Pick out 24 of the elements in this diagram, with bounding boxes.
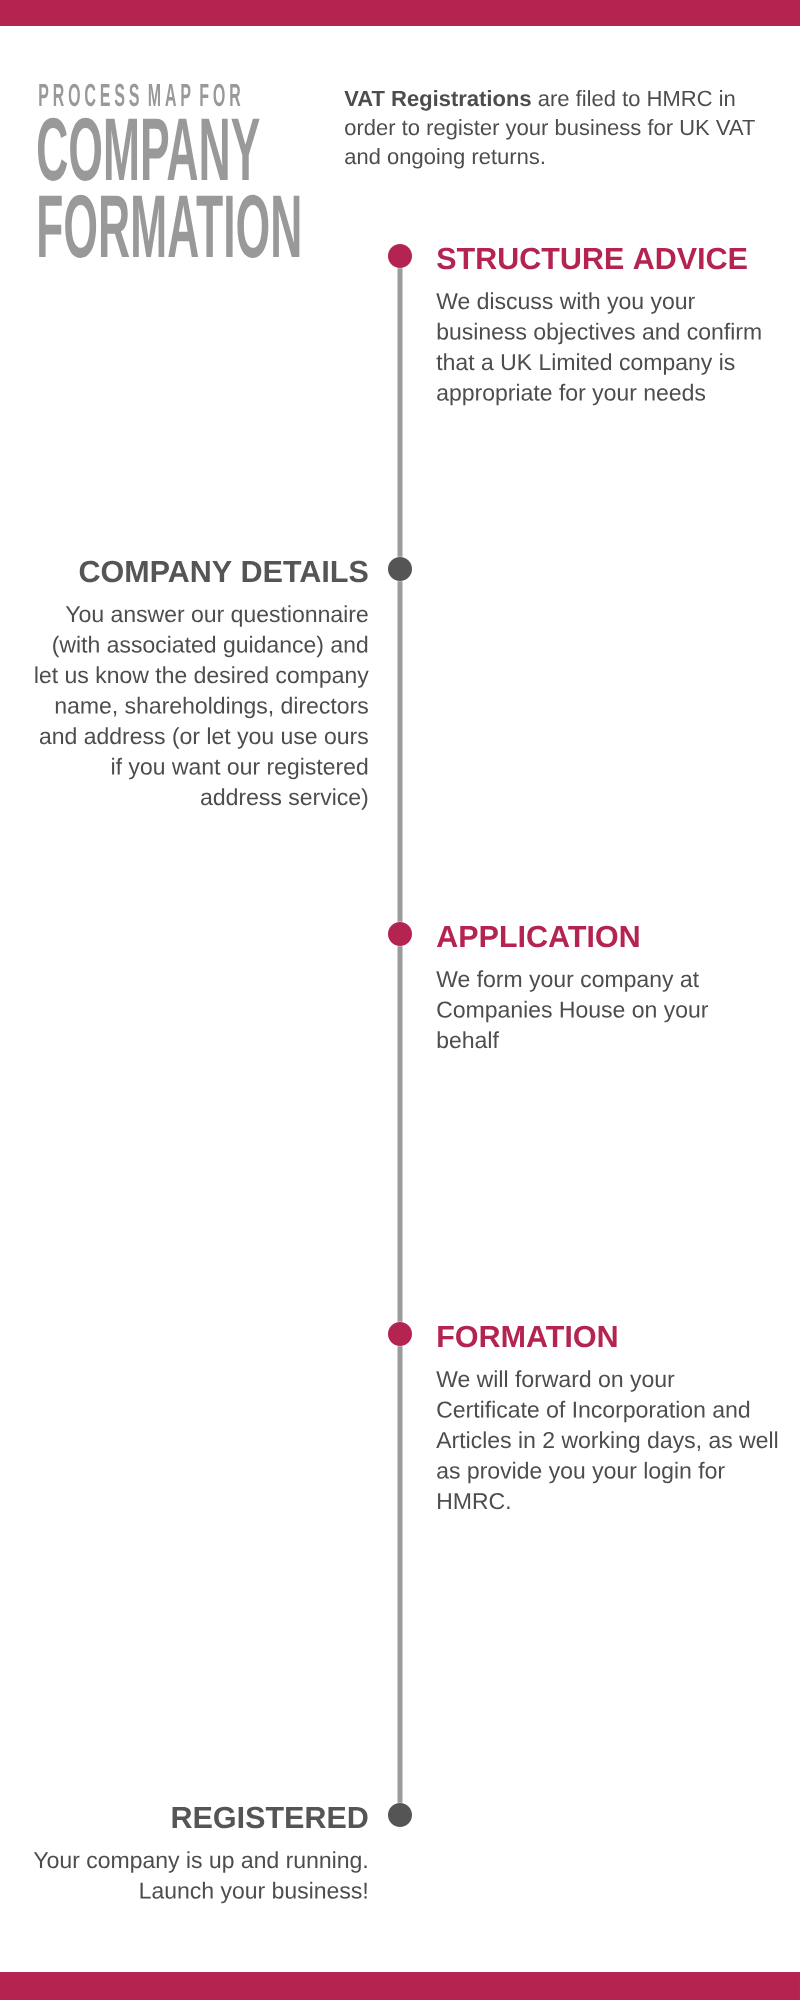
step-description: We will forward on your Certificate of Incorporation and Articles in 2 working days, as well as provide you your login for HMRC. [436, 1370, 778, 1510]
step-heading: STRUCTURE ADVICE [437, 247, 747, 270]
step-description: We discuss with you your business objectives and confirm that a UK Limited company is appropriate for your needs [436, 292, 761, 406]
step-heading: APPLICATION [436, 925, 639, 948]
step-description: We form your company at Companies House on your behalf [436, 970, 709, 1049]
kicker-heading: PROCESS MAP FOR [39, 83, 241, 107]
band [0, 0, 800, 26]
timeline-dot [388, 244, 412, 268]
step-description: Your company is up and running. Launch your business! [33, 1851, 367, 1904]
step-description: You answer our questionnaire (with associated guidance) and let us know the desired company name, shareholdings, directors and address (or let you use ours if you want our registered address service) [35, 605, 369, 810]
step-heading: FORMATION [438, 1325, 617, 1348]
timeline-dot [388, 1803, 412, 1827]
timeline-line [397, 268, 403, 557]
step-heading: COMPANY DETAILS [79, 560, 368, 583]
title: COMPANY FORMATION [38, 117, 300, 258]
timeline-line [397, 581, 403, 922]
intro-paragraph: VAT Registrations are filed to HMRC in order to register your business for UK VAT and ongoing returns. [344, 90, 755, 169]
step-heading: REGISTERED [172, 1806, 368, 1829]
timeline-line [397, 1346, 403, 1803]
timeline-dot [388, 922, 412, 946]
timeline-dot [388, 557, 412, 581]
timeline-line [397, 946, 403, 1322]
band [0, 1972, 800, 2000]
timeline-dot [388, 1322, 412, 1346]
